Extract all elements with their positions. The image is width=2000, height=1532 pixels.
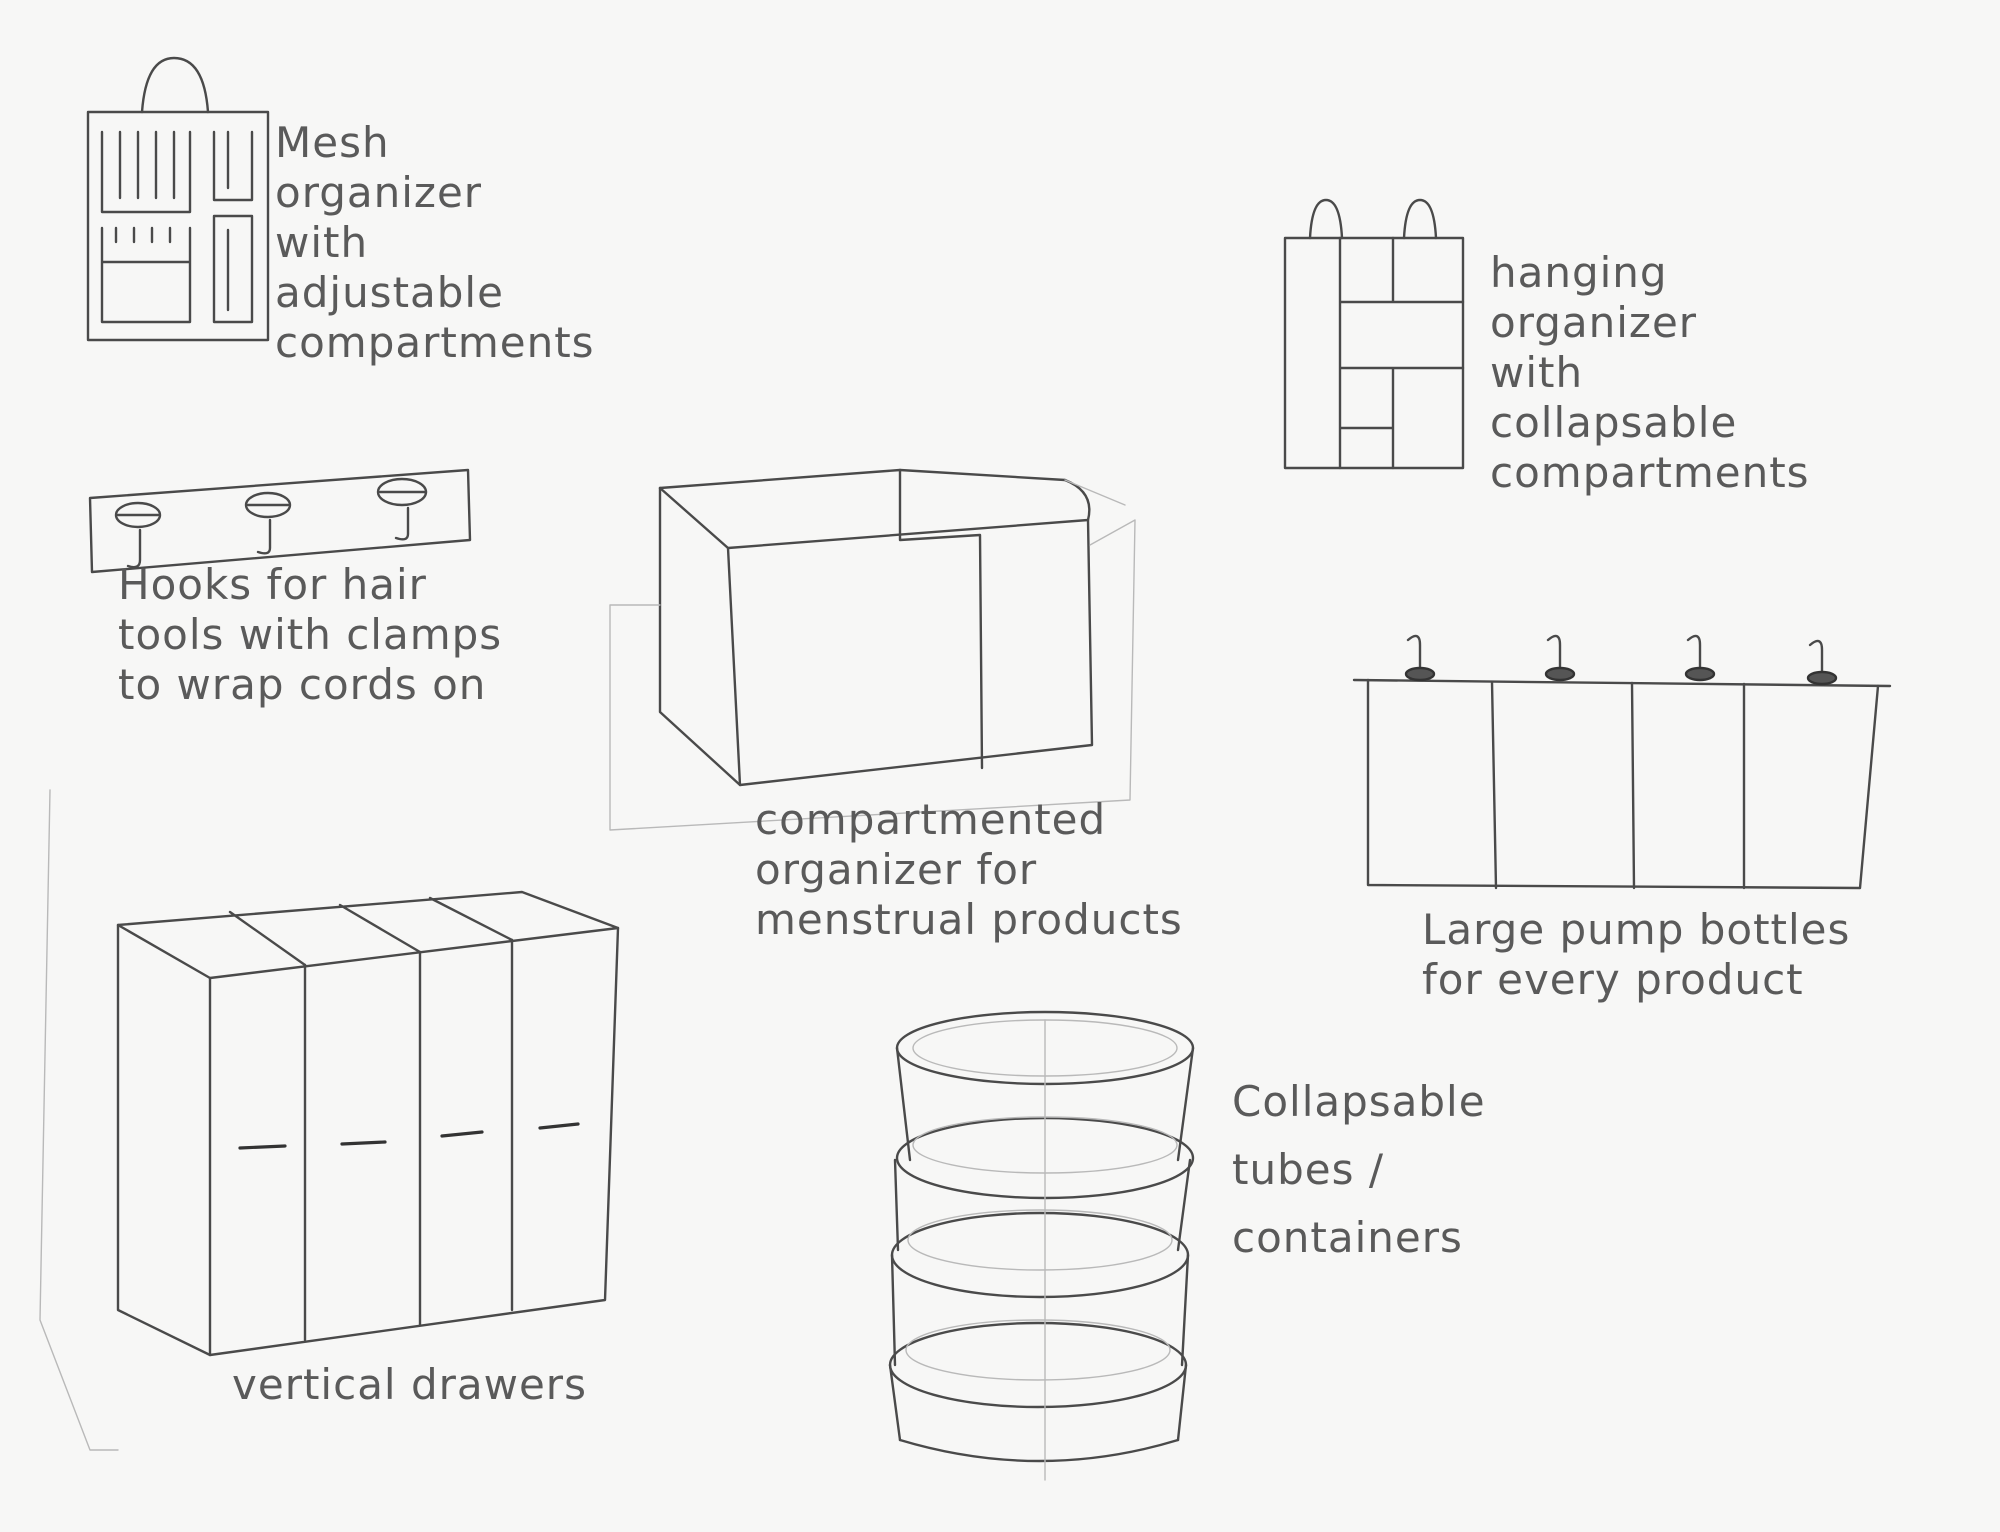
label-line: for every product <box>1422 955 1804 1004</box>
label-line: Hooks for hair <box>118 560 427 609</box>
label-line: organizer for <box>755 845 1038 894</box>
menstrual-organizer-drawing <box>609 468 1136 831</box>
label-line: compartments <box>1490 448 1810 497</box>
label-line: menstrual products <box>755 895 1183 944</box>
collapsable-tubes-drawing <box>888 1010 1195 1481</box>
menstrual-organizer-label: compartmented organizer for menstrual pr… <box>755 795 1183 945</box>
label-line: vertical drawers <box>232 1360 587 1409</box>
label-line: tubes / <box>1232 1145 1384 1194</box>
mesh-organizer-drawing <box>86 56 270 342</box>
hanging-organizer-label: hanging organizer with collapsable compa… <box>1490 248 1810 498</box>
label-line: Mesh <box>275 118 390 167</box>
label-line: Collapsable <box>1232 1077 1486 1126</box>
label-line: collapsable <box>1490 398 1738 447</box>
label-line: to wrap cords on <box>118 660 487 709</box>
label-line: compartments <box>275 318 595 367</box>
label-line: adjustable <box>275 268 504 317</box>
pump-bottles-drawing <box>1352 634 1892 890</box>
label-line: organizer <box>1490 298 1698 347</box>
vertical-drawers-label: vertical drawers <box>232 1360 587 1410</box>
label-line: with <box>1490 348 1584 397</box>
mesh-organizer-label: Mesh organizer with adjustable compartme… <box>275 118 595 368</box>
label-line: organizer <box>275 168 483 217</box>
pump-bottles-label: Large pump bottles for every product <box>1422 905 1850 1005</box>
label-line: compartmented <box>755 795 1107 844</box>
label-line: containers <box>1232 1213 1463 1262</box>
hanging-organizer-drawing <box>1283 198 1465 470</box>
hair-tool-hooks-label: Hooks for hair tools with clamps to wrap… <box>118 560 502 710</box>
label-line: with <box>275 218 369 267</box>
label-line: hanging <box>1490 248 1668 297</box>
label-line: tools with clamps <box>118 610 503 659</box>
hair-tool-hooks-drawing <box>88 468 472 574</box>
vertical-drawers-drawing <box>39 789 620 1451</box>
label-line: Large pump bottles <box>1422 905 1851 954</box>
collapsable-tubes-label: Collapsable tubes / containers <box>1232 1068 1486 1272</box>
